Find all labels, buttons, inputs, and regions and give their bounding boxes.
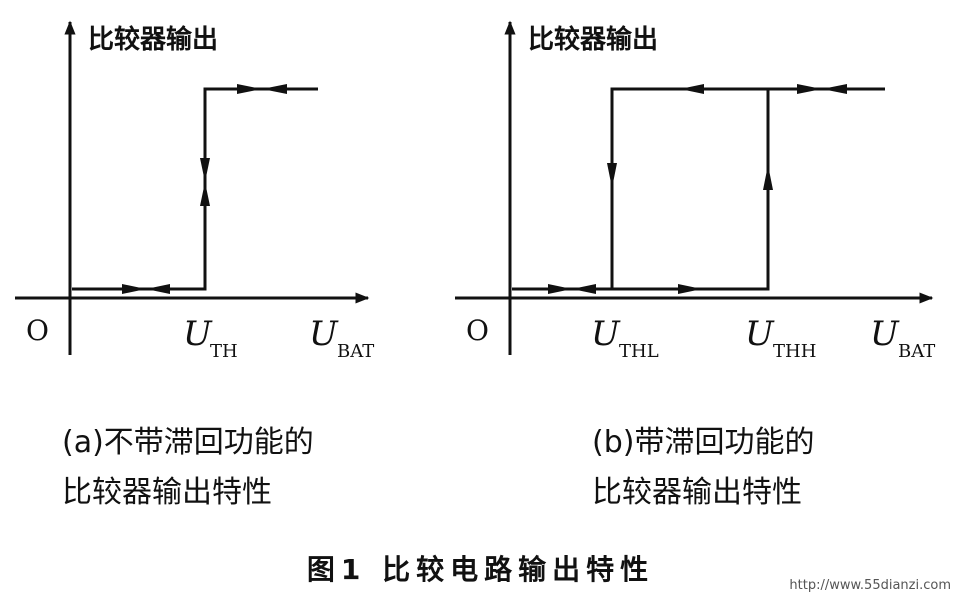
a-arrow-bottom-left <box>146 284 170 294</box>
a-x-axis-symbol: U <box>309 314 339 354</box>
a-arrow-vertical-down <box>200 158 210 182</box>
b-y-axis-label: 比较器输出 <box>528 24 658 55</box>
b-origin-label: O <box>466 314 489 347</box>
a-threshold-subscript: TH <box>210 341 238 362</box>
b-threshold-low-subscript: THL <box>619 341 659 362</box>
caption-a-line2: 比较器输出特性 <box>62 475 272 510</box>
a-origin-label: O <box>26 314 49 347</box>
diagram-b: 比较器输出 O U THL U THH U BAT <box>455 20 935 362</box>
b-threshold-high-symbol: U <box>745 314 775 354</box>
b-arrow-top-double-right <box>797 84 822 94</box>
watermark: http://www.55dianzi.com <box>789 578 951 593</box>
b-x-axis-subscript: BAT <box>898 341 935 362</box>
b-arrow-bottom-right <box>678 284 702 294</box>
b-threshold-high-subscript: THH <box>773 341 816 362</box>
b-lower-branch <box>512 87 885 291</box>
a-transfer-curve <box>72 87 318 291</box>
b-arrow-top-double-left <box>822 84 847 94</box>
b-arrow-top-left <box>680 84 704 94</box>
a-arrow-bottom-right <box>122 284 146 294</box>
b-x-axis-symbol: U <box>870 314 900 354</box>
a-threshold-symbol: U <box>183 314 213 354</box>
figure-caption: 图1 比较电路输出特性 <box>306 553 655 586</box>
a-arrow-top-right <box>237 84 262 94</box>
b-arrow-bottom-double-right <box>548 284 572 294</box>
b-threshold-low-symbol: U <box>591 314 621 354</box>
a-y-axis-label: 比较器输出 <box>88 24 218 55</box>
a-arrow-vertical-up <box>200 182 210 206</box>
b-arrow-right-vertical-up <box>763 165 773 190</box>
a-x-axis-subscript: BAT <box>337 341 374 362</box>
caption-b-line2: 比较器输出特性 <box>592 475 802 510</box>
diagram-a: 比较器输出 O U TH U BAT <box>15 20 374 362</box>
caption-a-line1: (a)不带滞回功能的 <box>62 425 314 460</box>
a-arrow-top-left <box>262 84 287 94</box>
b-upper-branch <box>610 87 768 289</box>
caption-b-line1: (b)带滞回功能的 <box>592 425 815 460</box>
b-arrow-bottom-double-left <box>572 284 596 294</box>
b-arrow-left-vertical-down <box>607 163 617 188</box>
